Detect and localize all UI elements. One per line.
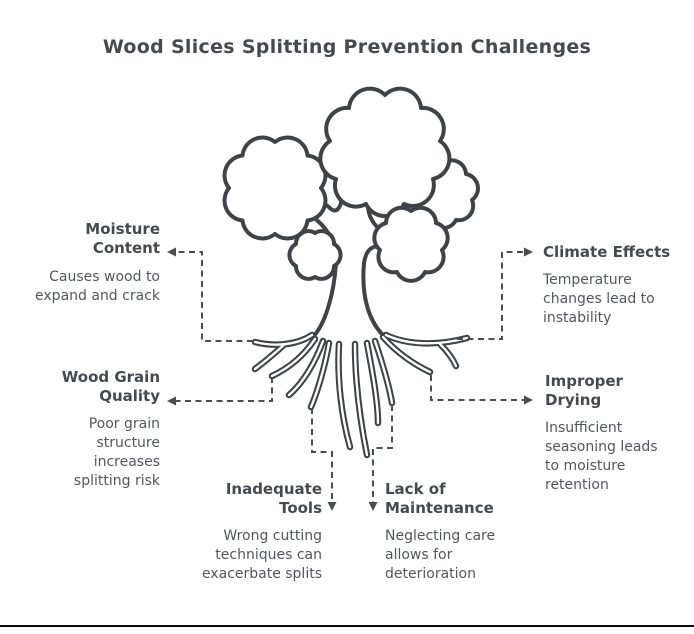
callout-body: Insufficient seasoning leads to moisture… xyxy=(545,420,658,493)
callout-heading: Moisture Content xyxy=(85,220,160,257)
arrow-down-tools xyxy=(327,502,337,511)
arrow-right-improper xyxy=(524,395,533,405)
callout-heading: Lack of Maintenance xyxy=(385,480,494,517)
callout-heading: Climate Effects xyxy=(543,243,671,261)
callout-moisture-content: Moisture Content Causes wood to expand a… xyxy=(30,220,160,306)
callout-body: Neglecting care allows for deterioration xyxy=(385,528,496,582)
callout-inadequate-tools: Inadequate Tools Wrong cutting technique… xyxy=(192,480,322,584)
callout-body: Temperature changes lead to instability xyxy=(543,272,655,326)
callout-climate-effects: Climate Effects Temperature changes lead… xyxy=(543,243,683,328)
callout-heading: Improper Drying xyxy=(545,372,623,409)
callout-improper-drying: Improper Drying Insufficient seasoning l… xyxy=(545,372,663,495)
tree-roots xyxy=(251,331,471,459)
callout-lack-of-maintenance: Lack of Maintenance Neglecting care allo… xyxy=(385,480,515,584)
callout-body: Poor grain structure increases splitting… xyxy=(73,416,160,489)
tree-illustration xyxy=(222,86,480,459)
arrow-right-climate xyxy=(524,247,533,257)
tree-foliage xyxy=(222,86,480,283)
callout-heading: Inadequate Tools xyxy=(225,480,322,517)
callout-wood-grain-quality: Wood Grain Quality Poor grain structure … xyxy=(50,368,160,491)
callout-body: Wrong cutting techniques can exacerbate … xyxy=(201,528,322,582)
diagram-title: Wood Slices Splitting Prevention Challen… xyxy=(102,36,592,58)
bottom-rule xyxy=(0,625,694,627)
arrow-left-moisture xyxy=(167,247,176,257)
arrow-down-maintenance xyxy=(368,502,378,511)
callout-body: Causes wood to expand and crack xyxy=(35,269,160,304)
callout-heading: Wood Grain Quality xyxy=(61,368,160,405)
arrow-left-wood-grain xyxy=(167,396,176,406)
